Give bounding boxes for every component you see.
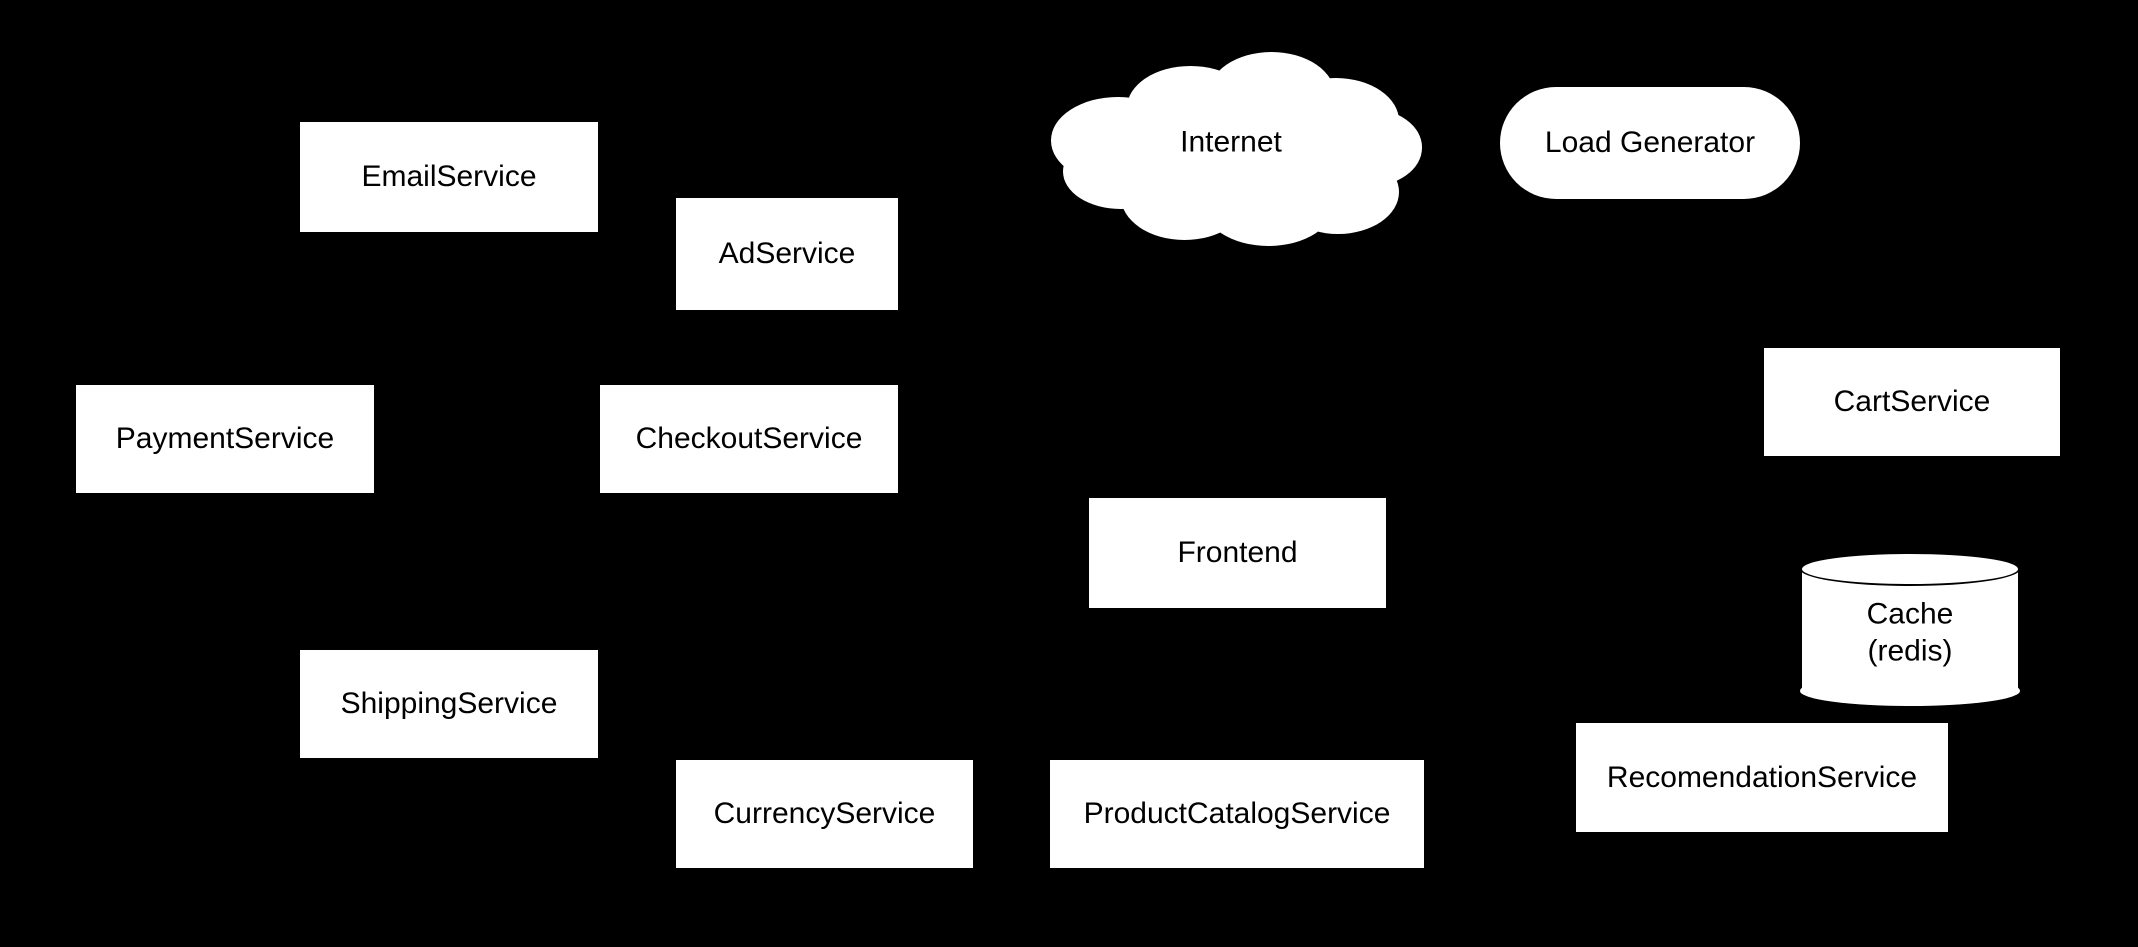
- node-recomendation-service[interactable]: RecomendationService: [1576, 723, 1948, 832]
- node-internet[interactable]: Internet: [1051, 52, 1423, 246]
- node-label: Load Generator: [1544, 126, 1756, 160]
- cloud-lobe: [1120, 102, 1347, 187]
- node-load-generator[interactable]: Load Generator: [1500, 87, 1800, 199]
- node-label: ShippingService: [340, 687, 558, 721]
- node-payment-service[interactable]: PaymentService: [76, 385, 374, 493]
- node-label: CurrencyService: [713, 797, 936, 831]
- node-label: ProductCatalogService: [1083, 797, 1391, 831]
- cylinder-top: [1800, 552, 2020, 586]
- node-label: Internet: [1180, 125, 1282, 159]
- cloud-icon: [1051, 52, 1423, 246]
- node-label: PaymentService: [115, 422, 335, 456]
- node-label: CartService: [1833, 385, 1991, 419]
- node-label: CheckoutService: [635, 422, 863, 456]
- cylinder-body: [1800, 568, 2020, 692]
- node-label: RecomendationService: [1606, 760, 1918, 794]
- node-label: AdService: [718, 237, 856, 271]
- node-label: Frontend: [1177, 536, 1298, 570]
- node-checkout-service[interactable]: CheckoutService: [600, 385, 898, 493]
- node-label: EmailService: [361, 160, 537, 194]
- cylinder-bottom: [1800, 674, 2020, 708]
- node-shipping-service[interactable]: ShippingService: [300, 650, 598, 758]
- node-frontend[interactable]: Frontend: [1089, 498, 1386, 608]
- node-currency-service[interactable]: CurrencyService: [676, 760, 973, 868]
- node-cache-redis[interactable]: Cache (redis): [1800, 552, 2020, 708]
- node-label: Cache (redis): [1866, 597, 1954, 668]
- node-email-service[interactable]: EmailService: [300, 122, 598, 232]
- node-product-catalog-service[interactable]: ProductCatalogService: [1050, 760, 1424, 868]
- node-ad-service[interactable]: AdService: [676, 198, 898, 310]
- node-cart-service[interactable]: CartService: [1764, 348, 2060, 456]
